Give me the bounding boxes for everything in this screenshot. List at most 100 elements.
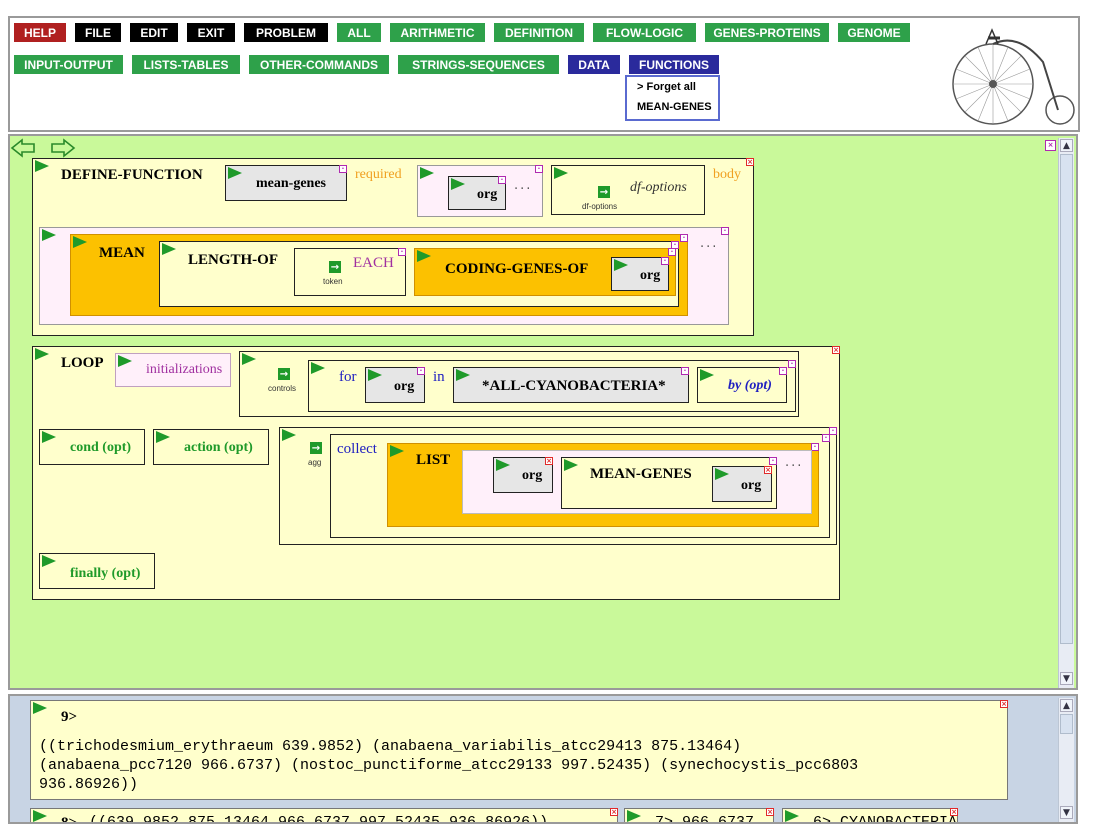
close-x-icon[interactable]: × (746, 158, 754, 166)
flag-icon[interactable] (417, 250, 431, 262)
agg-box[interactable]: · → agg · collect · LIST ··· × org (279, 427, 837, 545)
flag-icon[interactable] (700, 369, 714, 381)
mean-genes-item[interactable]: MEAN-GENES (637, 101, 712, 113)
forward-arrow-icon[interactable] (50, 138, 76, 158)
coding-genes-box[interactable]: · CODING-GENES-OF · org (414, 248, 676, 296)
box-menu-icon[interactable]: · (779, 367, 787, 375)
for-box[interactable]: · for · org in · *ALL-CYANOBACTERIA* · b… (308, 360, 796, 412)
data-button[interactable]: DATA (567, 54, 621, 75)
input-icon[interactable]: → (310, 442, 322, 454)
flag-icon[interactable] (156, 431, 170, 443)
flag-icon[interactable] (311, 362, 325, 374)
param-org-box[interactable]: · org (448, 176, 506, 210)
flag-icon[interactable] (228, 167, 242, 179)
flag-icon[interactable] (554, 167, 568, 179)
initializations-box[interactable]: initializations (115, 353, 231, 387)
box-menu-icon[interactable]: · (788, 360, 796, 368)
by-box[interactable]: · by (opt) (697, 367, 787, 403)
box-menu-icon[interactable]: · (498, 176, 506, 184)
box-menu-icon[interactable]: · (769, 457, 777, 465)
flag-icon[interactable] (420, 167, 434, 179)
function-name-box[interactable]: · mean-genes (225, 165, 347, 201)
box-menu-icon[interactable]: · (822, 434, 830, 442)
problem-button[interactable]: PROBLEM (243, 22, 329, 43)
forget-all-item[interactable]: > Forget all (637, 81, 696, 93)
input-icon[interactable]: → (278, 368, 290, 380)
flag-icon[interactable] (282, 429, 296, 441)
flag-icon[interactable] (33, 702, 47, 714)
box-menu-icon[interactable]: · (680, 234, 688, 242)
flag-icon[interactable] (73, 236, 87, 248)
collection-box[interactable]: · *ALL-CYANOBACTERIA* (453, 367, 689, 403)
functions-button[interactable]: FUNCTIONS (628, 54, 720, 75)
input-icon[interactable]: → (329, 261, 341, 273)
exit-button[interactable]: EXIT (186, 22, 236, 43)
box-menu-icon[interactable]: · (398, 248, 406, 256)
result-box-6[interactable]: × 6> CYANOBACTERIA (782, 808, 958, 822)
flag-icon[interactable] (42, 229, 56, 241)
close-x-icon[interactable]: × (832, 346, 840, 354)
flag-icon[interactable] (390, 445, 404, 457)
mean-genes-call-box[interactable]: · MEAN-GENES × org (561, 457, 777, 509)
flag-icon[interactable] (456, 369, 470, 381)
mean-box[interactable]: · MEAN · LENGTH-OF · → token EACH · (70, 234, 688, 316)
scroll-up-icon[interactable]: ▲ (1060, 699, 1073, 712)
flag-icon[interactable] (451, 178, 465, 190)
close-x-icon[interactable]: × (545, 457, 553, 465)
strings-sequences-button[interactable]: STRINGS-SEQUENCES (397, 54, 560, 75)
file-button[interactable]: FILE (74, 22, 122, 43)
input-output-button[interactable]: INPUT-OUTPUT (13, 54, 124, 75)
flag-icon[interactable] (118, 355, 132, 367)
flag-icon[interactable] (162, 243, 176, 255)
df-options-box[interactable]: → df-options df-options (551, 165, 705, 215)
lists-tables-button[interactable]: LISTS-TABLES (131, 54, 241, 75)
input-icon[interactable]: → (598, 186, 610, 198)
box-menu-icon[interactable]: · (829, 427, 837, 435)
required-params-box[interactable]: · · org ··· (417, 165, 543, 217)
flag-icon[interactable] (627, 810, 641, 822)
org-box[interactable]: · org (611, 257, 669, 291)
action-box[interactable]: action (opt) (153, 429, 269, 465)
arithmetic-button[interactable]: ARITHMETIC (389, 22, 486, 43)
list-items-box[interactable]: ··· × org · MEAN-GENES × (462, 450, 812, 514)
scroll-thumb[interactable] (1060, 154, 1073, 644)
scroll-down-icon[interactable]: ▼ (1060, 672, 1073, 685)
scroll-up-icon[interactable]: ▲ (1060, 139, 1073, 152)
close-x-icon[interactable]: × (1000, 700, 1008, 708)
flag-icon[interactable] (715, 468, 729, 480)
list-org-box[interactable]: × org (493, 457, 553, 493)
workspace-close-icon[interactable]: × (1045, 140, 1056, 151)
flag-icon[interactable] (564, 459, 578, 471)
body-box[interactable]: · ··· · MEAN · LENGTH-OF · → token EACH (39, 227, 729, 325)
genes-proteins-button[interactable]: GENES-PROTEINS (704, 22, 830, 43)
finally-box[interactable]: finally (opt) (39, 553, 155, 589)
back-arrow-icon[interactable] (10, 138, 36, 158)
flow-logic-button[interactable]: FLOW-LOGIC (592, 22, 697, 43)
length-of-box[interactable]: · LENGTH-OF · → token EACH · CODING-GENE… (159, 241, 679, 307)
scroll-down-icon[interactable]: ▼ (1060, 806, 1073, 819)
flag-icon[interactable] (42, 431, 56, 443)
edit-button[interactable]: EDIT (129, 22, 179, 43)
close-x-icon[interactable]: × (610, 808, 618, 816)
each-box[interactable]: · → token EACH (294, 248, 406, 296)
collect-box[interactable]: · collect · LIST ··· × org (330, 434, 830, 538)
close-x-icon[interactable]: × (766, 808, 774, 816)
box-menu-icon[interactable]: · (668, 248, 676, 256)
more-dots[interactable]: ··· (514, 182, 533, 197)
box-menu-icon[interactable]: · (811, 443, 819, 451)
box-menu-icon[interactable]: · (339, 165, 347, 173)
box-menu-icon[interactable]: · (535, 165, 543, 173)
scroll-thumb[interactable] (1060, 714, 1073, 734)
all-button[interactable]: ALL (336, 22, 382, 43)
definition-button[interactable]: DEFINITION (493, 22, 585, 43)
box-menu-icon[interactable]: · (661, 257, 669, 265)
flag-icon[interactable] (42, 555, 56, 567)
more-dots[interactable]: ··· (785, 459, 804, 474)
mean-genes-org-box[interactable]: × org (712, 466, 772, 502)
box-menu-icon[interactable]: · (417, 367, 425, 375)
box-menu-icon[interactable]: · (721, 227, 729, 235)
result-box-9[interactable]: × 9> ((trichodesmium_erythraeum 639.9852… (30, 700, 1008, 800)
other-commands-button[interactable]: OTHER-COMMANDS (248, 54, 390, 75)
result-box-8[interactable]: × 8> ((639.9852 875.13464 966.6737 997.5… (30, 808, 618, 822)
for-org-box[interactable]: · org (365, 367, 425, 403)
